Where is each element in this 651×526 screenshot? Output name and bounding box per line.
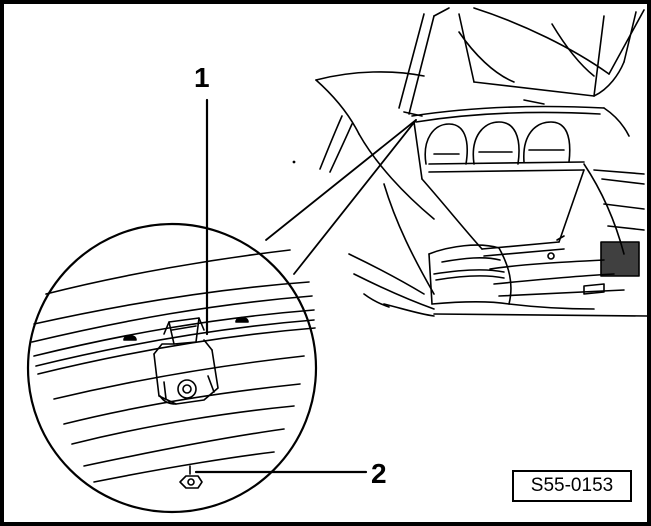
- car-rear-illustration: [292, 7, 647, 317]
- callout-1: 1: [194, 62, 210, 93]
- detail-circle: [26, 222, 318, 514]
- figure-reference-code: S55-0153: [512, 470, 632, 502]
- detail-content: [31, 249, 316, 489]
- detail-connector-lines: [265, 119, 417, 275]
- technical-drawing: [26, 7, 647, 514]
- callout-leaders: [194, 98, 368, 474]
- callout-2: 2: [371, 458, 387, 489]
